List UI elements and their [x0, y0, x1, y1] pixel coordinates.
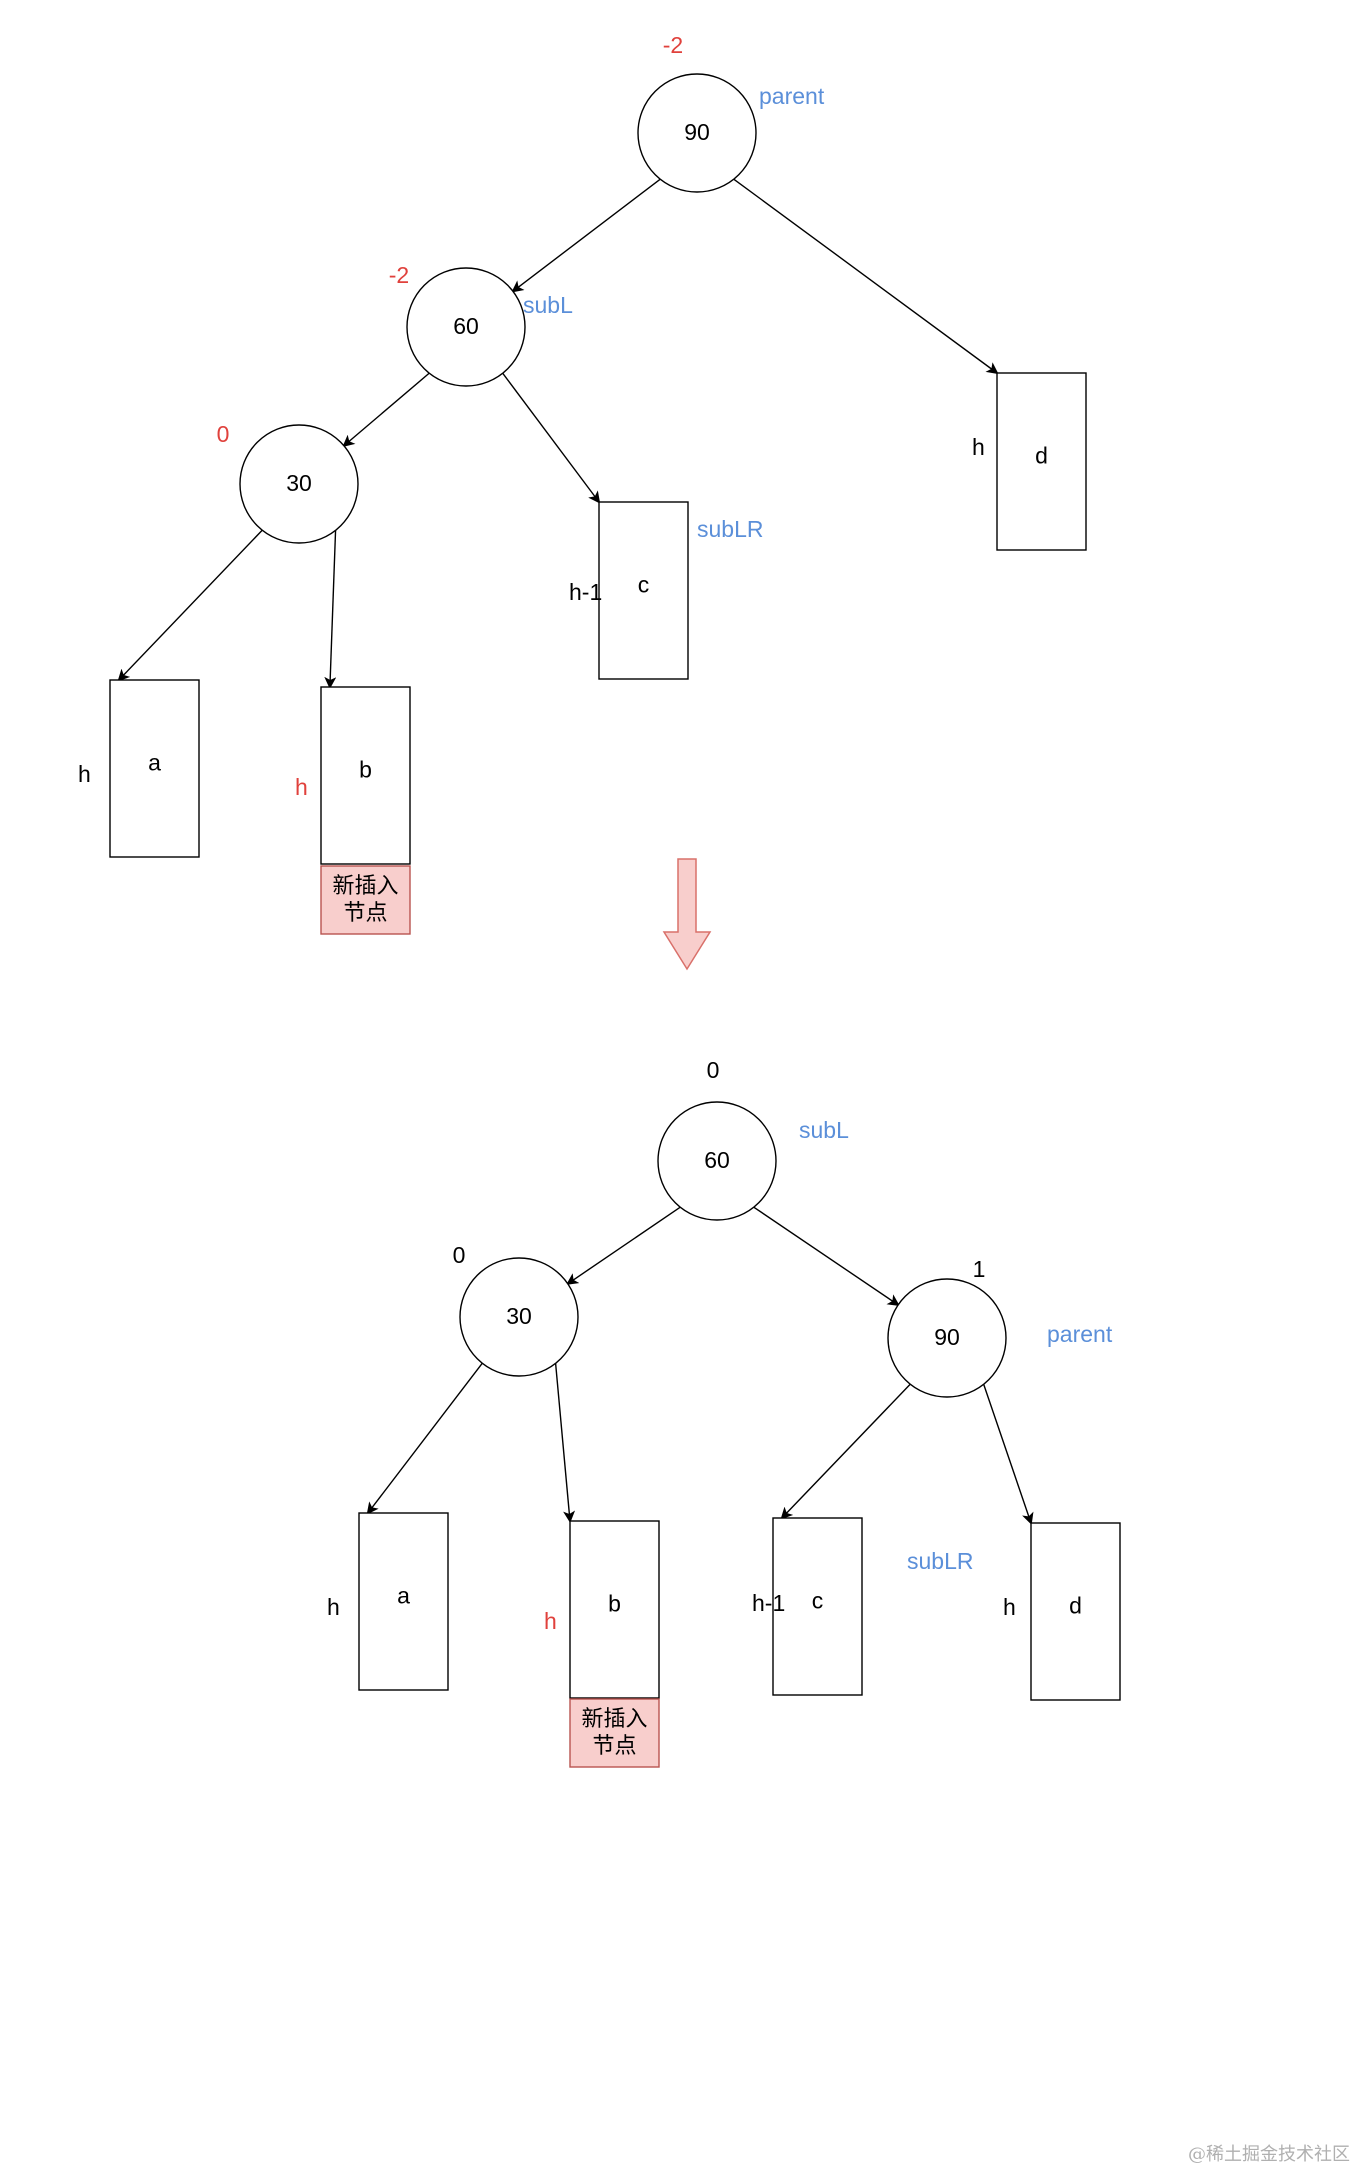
balance-factor: 1	[973, 1256, 986, 1282]
watermark-text: @稀土掘金技术社区	[1188, 2144, 1350, 2165]
tree-edge-arrow	[366, 1362, 483, 1515]
subtree-box	[320, 686, 411, 865]
balance-factor: 0	[707, 1057, 720, 1083]
node-circle	[637, 73, 757, 193]
subtree-height: h	[544, 1608, 557, 1634]
node-value: 60	[453, 313, 479, 339]
subtree-b: bh	[295, 686, 411, 865]
balance-factor: 0	[217, 421, 230, 447]
pointer-label: subL	[523, 292, 573, 318]
node-circle	[406, 267, 526, 387]
subtree-height: h-1	[569, 579, 602, 605]
subtree-height: h	[327, 1594, 340, 1620]
subtree-box	[1030, 1522, 1121, 1701]
tree-edge-arrow	[502, 372, 601, 504]
tree-node-90: 90 1 parent	[887, 1256, 1113, 1398]
down-arrow-shape	[662, 858, 712, 971]
tree-edge-arrow	[733, 178, 999, 375]
node-circle	[657, 1101, 777, 1221]
tree-node-90: 90 -2 parent	[637, 32, 825, 193]
balance-factor: 0	[453, 1242, 466, 1268]
new-node-rect	[569, 1698, 660, 1768]
tree-edge-arrow	[117, 529, 263, 682]
subtree-box	[598, 501, 689, 680]
subtree-d: dh	[972, 372, 1087, 551]
tree-node-60: 60 0 subL	[657, 1057, 849, 1221]
tree-edge-arrow	[324, 529, 337, 689]
subtree-label: b	[608, 1591, 621, 1617]
pointer-label: subLR	[907, 1548, 973, 1574]
new-node-rect	[320, 865, 411, 935]
subtree-box	[358, 1512, 449, 1691]
pointer-label: parent	[1047, 1321, 1113, 1347]
node-value: 90	[684, 119, 710, 145]
down-arrow-icon	[662, 858, 712, 971]
tree-edge-arrow	[342, 372, 430, 448]
subtree-c: c h-1 subLR	[569, 501, 763, 680]
node-value: 60	[704, 1147, 730, 1173]
new-node-label-line: 节点	[592, 1734, 636, 1759]
subtree-label: b	[359, 757, 372, 783]
new-node-label-line: 新插入	[581, 1707, 647, 1732]
tree-edge-arrow	[982, 1383, 1034, 1525]
node-circle	[459, 1257, 579, 1377]
subtree-box	[996, 372, 1087, 551]
node-circle	[887, 1278, 1007, 1398]
subtree-box	[109, 679, 200, 858]
node-value: 30	[506, 1303, 532, 1329]
subtree-height: h	[78, 761, 91, 787]
subtree-height: h	[972, 434, 985, 460]
tree-edge-arrow	[753, 1206, 900, 1307]
tree-node-30: 30 0	[453, 1242, 579, 1377]
tree-node-60: 60 -2 subL	[389, 262, 573, 387]
tree-node-30: 30 0	[217, 421, 359, 544]
tree-edge-arrow	[511, 178, 661, 293]
tree-edge-arrow	[780, 1383, 911, 1520]
pointer-label: parent	[759, 83, 825, 109]
balance-factor: -2	[389, 262, 409, 288]
subtree-a: ah	[327, 1512, 449, 1691]
subtree-label: d	[1035, 443, 1048, 469]
subtree-height: h	[1003, 1594, 1016, 1620]
subtree-label: d	[1069, 1593, 1082, 1619]
subtree-d: dh	[1003, 1522, 1121, 1701]
edges	[117, 178, 999, 689]
subtree-c: c h-1 subLR	[752, 1517, 973, 1696]
subtree-label: a	[148, 750, 161, 776]
new-node-label-line: 新插入	[332, 874, 398, 899]
edges	[366, 1206, 1034, 1525]
subtree-box	[569, 1520, 660, 1699]
subtree-b: bh	[544, 1520, 660, 1699]
subtree-box	[772, 1517, 863, 1696]
new-node-label-line: 节点	[343, 901, 387, 926]
pointer-label: subL	[799, 1117, 849, 1143]
subtree-height: h	[295, 774, 308, 800]
pointer-label: subLR	[697, 516, 763, 542]
node-value: 90	[934, 1324, 960, 1350]
subtree-label: a	[397, 1583, 410, 1609]
balance-factor: -2	[663, 32, 683, 58]
tree-edge-arrow	[554, 1362, 576, 1523]
subtree-label: c	[638, 572, 650, 598]
node-value: 30	[286, 470, 312, 496]
subtree-height: h-1	[752, 1590, 785, 1616]
tree-edge-arrow	[566, 1206, 681, 1285]
node-circle	[239, 424, 359, 544]
subtree-a: ah	[78, 679, 200, 858]
subtree-label: c	[812, 1588, 824, 1614]
